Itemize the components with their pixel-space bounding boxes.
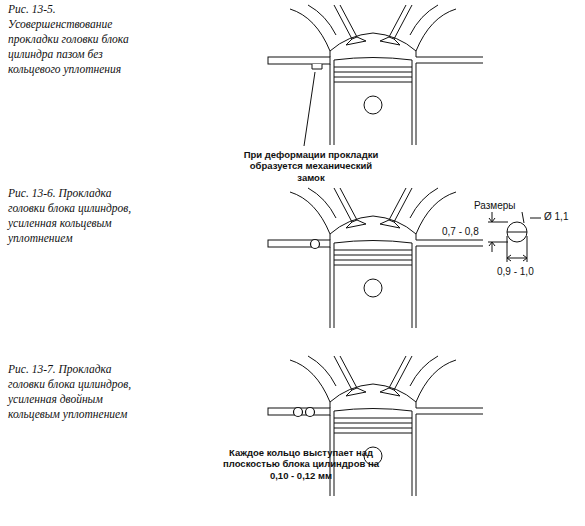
dimension-label: 0,9 - 1,0 bbox=[497, 266, 534, 278]
dimension-label: 0,7 - 0,8 bbox=[442, 226, 479, 238]
callout-note: Каждое кольцо выступает над плоскостью б… bbox=[216, 447, 386, 481]
callout-note: При деформации прокладки образуется меха… bbox=[236, 149, 386, 183]
figure-caption: Рис. 13-6. Прокладка головки блока цилин… bbox=[8, 186, 136, 246]
dimension-label: Ø 1,1 bbox=[544, 211, 568, 223]
dimension-heading: Размеры bbox=[474, 200, 516, 212]
figure-caption: Рис. 13-7. Прокладка головки блока цилин… bbox=[8, 362, 136, 422]
figure-caption: Рис. 13-5. Усовершенствование прокладки … bbox=[8, 2, 136, 77]
